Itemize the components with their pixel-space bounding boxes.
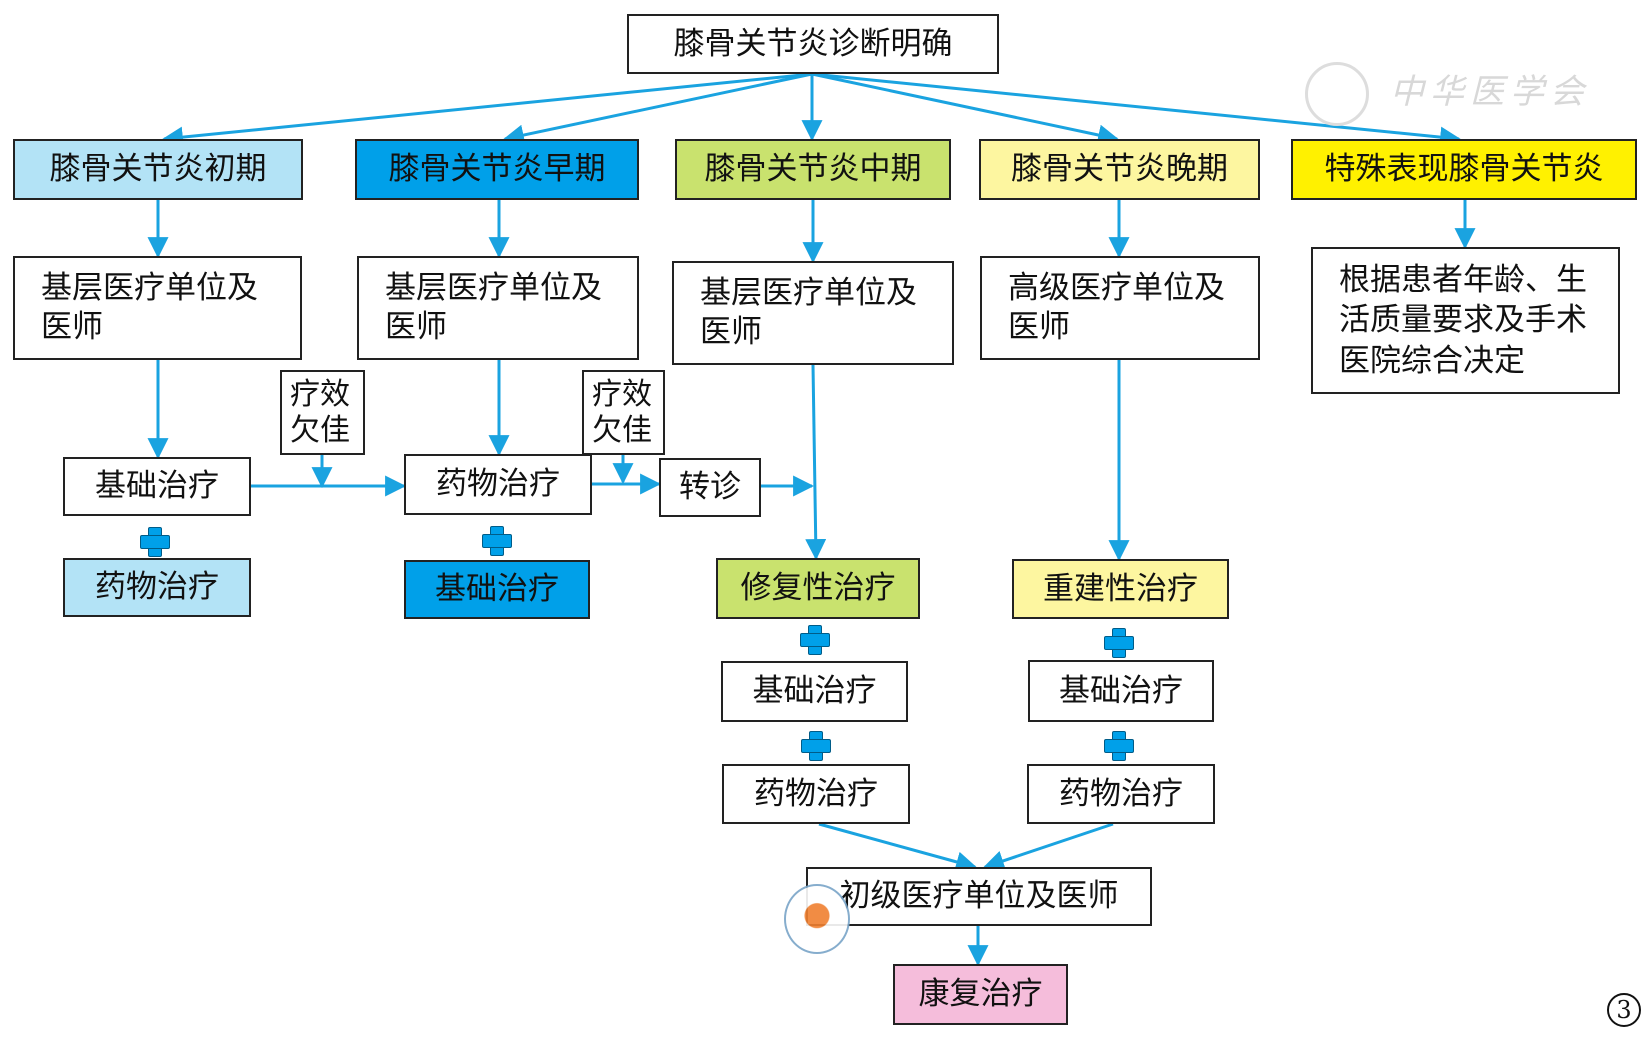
provider-special: 根据患者年龄、生活质量要求及手术医院综合决定 (1311, 247, 1620, 394)
early-basic-treatment: 基础治疗 (404, 560, 590, 619)
stage-initial: 膝骨关节炎初期 (13, 139, 303, 200)
arrow-root-initial (161, 72, 813, 148)
plus-icon (801, 731, 831, 761)
society-logo-icon (784, 884, 850, 954)
referral: 转诊 (659, 458, 761, 517)
initial-drug-treatment: 药物治疗 (63, 558, 251, 617)
provider-late: 高级医疗单位及医师 (980, 256, 1260, 360)
root-diagnosis: 膝骨关节炎诊断明确 (627, 14, 999, 74)
plus-icon (140, 527, 170, 557)
stage-special: 特殊表现膝骨关节炎 (1291, 139, 1637, 200)
plus-icon (800, 625, 830, 655)
watermark: 中华医学会 (1390, 72, 1590, 112)
plus-icon (1104, 628, 1134, 658)
stage-middle: 膝骨关节炎中期 (675, 139, 951, 200)
middle-drug-treatment: 药物治疗 (722, 764, 910, 824)
provider-initial: 基层医疗单位及医师 (13, 256, 302, 360)
provider-middle: 基层医疗单位及医师 (672, 261, 954, 365)
watermark-seal-icon (1305, 62, 1369, 126)
rehabilitation-treatment: 康复治疗 (893, 964, 1068, 1025)
late-basic-treatment: 基础治疗 (1028, 660, 1214, 722)
poor-effect-note: 疗效欠佳 (582, 370, 665, 455)
poor-effect-note: 疗效欠佳 (280, 370, 365, 455)
arrow-root-early (502, 72, 813, 146)
late-drug-treatment: 药物治疗 (1027, 764, 1215, 824)
arrow-root-special (811, 72, 1462, 148)
stage-late: 膝骨关节炎晚期 (979, 139, 1260, 200)
early-drug-treatment: 药物治疗 (404, 454, 592, 515)
arrow-root-late (811, 72, 1120, 146)
provider-early: 基层医疗单位及医师 (357, 256, 639, 360)
initial-basic-treatment: 基础治疗 (63, 457, 251, 516)
primary-care-provider: 初级医疗单位及医师 (806, 867, 1152, 926)
plus-icon (1104, 731, 1134, 761)
late-reconstruction-treatment: 重建性治疗 (1012, 559, 1229, 619)
panel-number: 3 (1607, 993, 1641, 1027)
middle-repair-treatment: 修复性治疗 (716, 558, 920, 619)
plus-icon (482, 526, 512, 556)
stage-early: 膝骨关节炎早期 (355, 139, 639, 200)
middle-basic-treatment: 基础治疗 (721, 661, 908, 722)
